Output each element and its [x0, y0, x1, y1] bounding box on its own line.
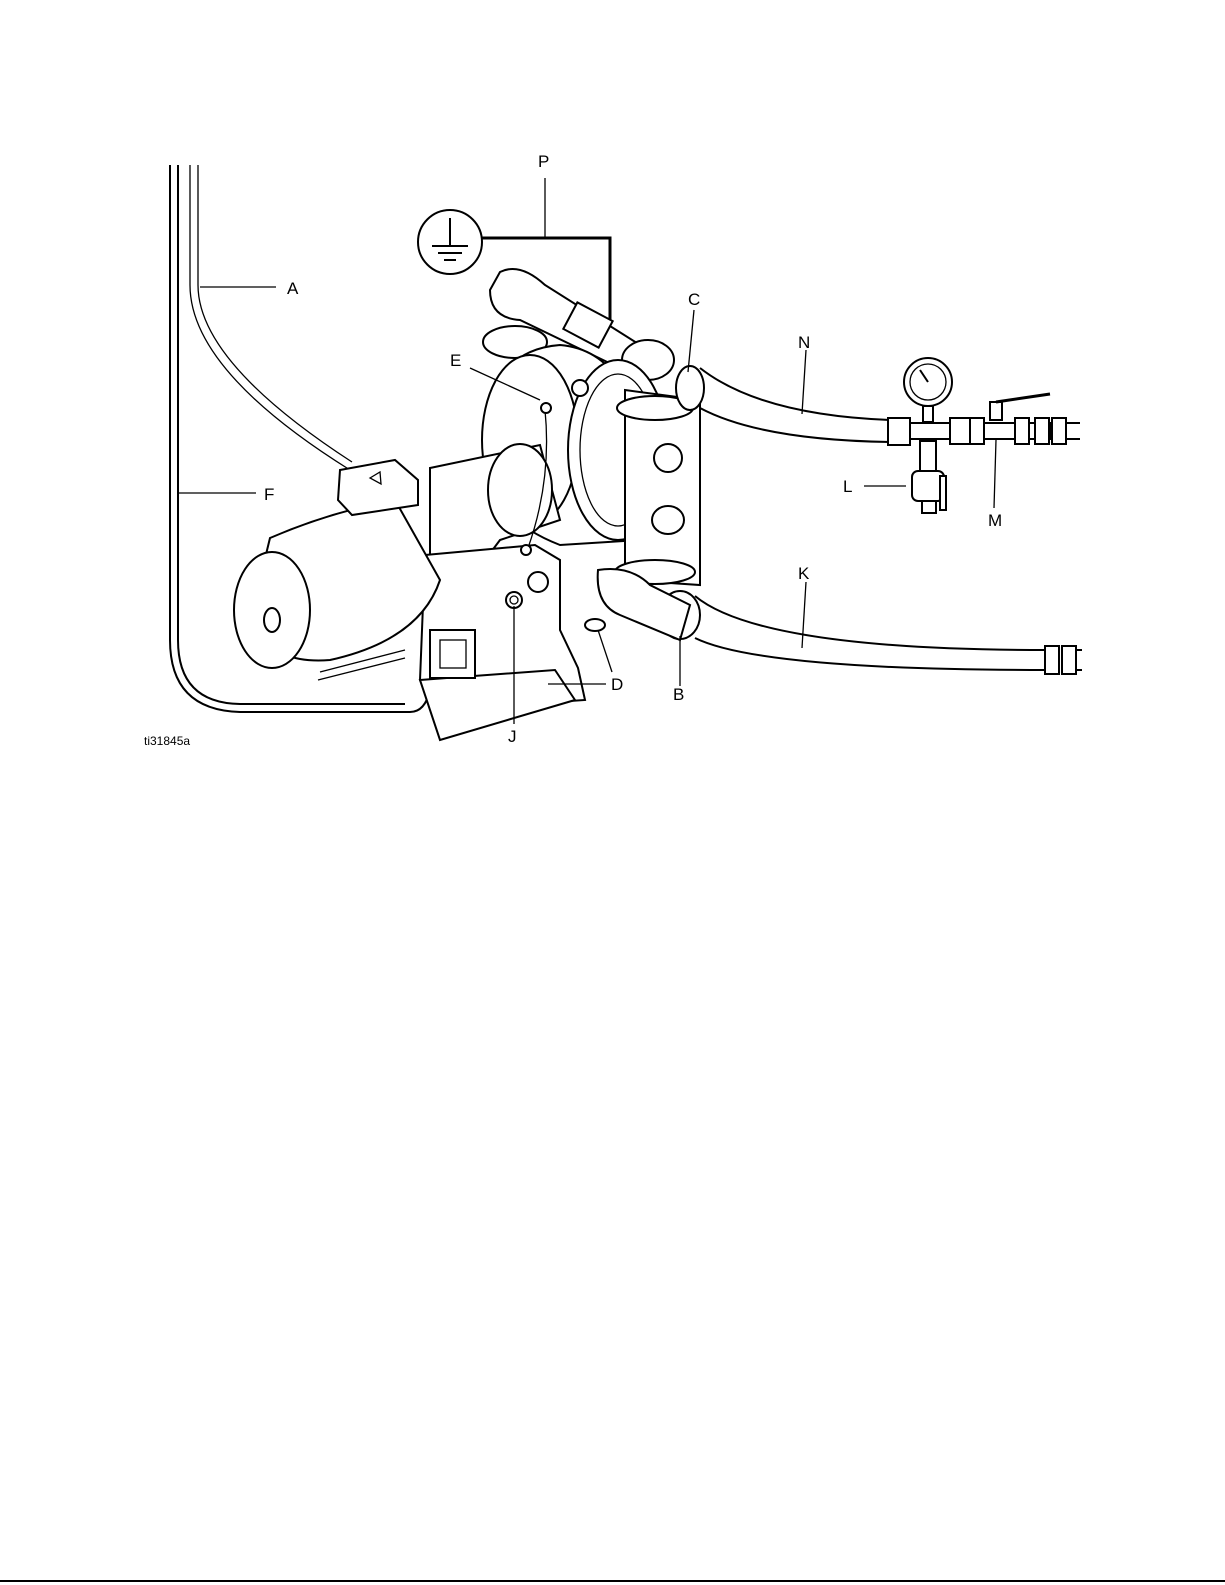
fluid-inlet-hose — [660, 591, 1082, 674]
callout-d: D — [611, 675, 623, 694]
fluid-manifold-column — [615, 390, 700, 585]
callout-f: F — [264, 485, 274, 504]
figure-id: ti31845a — [144, 734, 190, 748]
control-box — [420, 545, 585, 740]
callout-a: A — [287, 279, 299, 298]
callout-j: J — [508, 727, 517, 746]
outlet-fittings — [904, 358, 1080, 513]
shutoff-valve-icon — [990, 394, 1050, 420]
pressure-gauge-icon — [904, 358, 952, 422]
fluid-drain-valve-icon — [912, 441, 946, 513]
callout-k: K — [798, 564, 810, 583]
page-footer-rule — [0, 1580, 1225, 1582]
callout-e: E — [450, 351, 461, 370]
callout-b: B — [673, 685, 684, 704]
ground-symbol-icon — [418, 210, 482, 274]
callout-p: P — [538, 152, 549, 171]
callout-c: C — [688, 290, 700, 309]
callout-l: L — [843, 477, 852, 496]
fluid-outlet-hose — [676, 366, 910, 445]
callout-n: N — [798, 333, 810, 352]
callout-m: M — [988, 511, 1002, 530]
